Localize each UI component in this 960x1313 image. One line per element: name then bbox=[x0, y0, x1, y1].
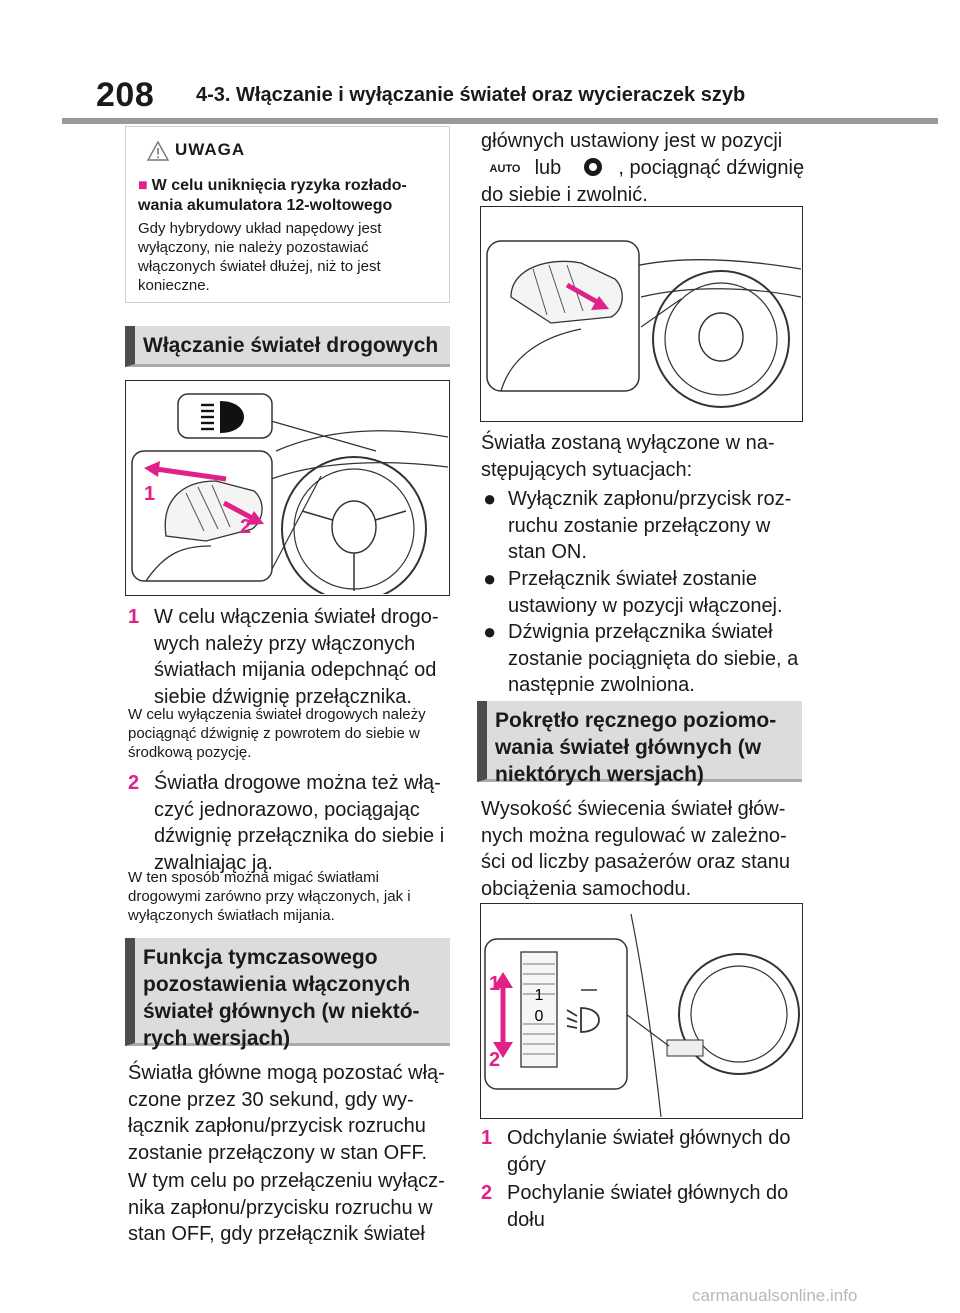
step-text: Światła drogowe można też włą-czyć jedno… bbox=[154, 772, 445, 874]
header-rule bbox=[62, 118, 938, 124]
pull-lever-illustration bbox=[486, 240, 801, 408]
step-2: 2 Światła drogowe można też włą-czyć jed… bbox=[128, 770, 453, 876]
para-text: lub bbox=[534, 156, 562, 179]
para-line: głównych ustawiony jest w pozycji bbox=[481, 130, 783, 152]
figure-label-2: 2 bbox=[489, 1049, 500, 1071]
high-beam-lever-illustration: 1 2 bbox=[131, 393, 448, 594]
watermark: carmanualsonline.info bbox=[692, 1286, 858, 1305]
dial-mark-1: 1 bbox=[535, 987, 544, 1004]
paragraph: Światła główne mogą pozostać włą-czone p… bbox=[128, 1062, 445, 1164]
auto-icon: AUTO bbox=[489, 162, 521, 175]
step-1: 1 W celu włączenia świateł drogo-wych na… bbox=[128, 604, 453, 710]
paragraph: W tym celu po przełączeniu wyłącz-nika z… bbox=[128, 1170, 445, 1245]
dial-mark-0: 0 bbox=[535, 1008, 544, 1025]
para-line-with-icons: AUTO lub , pociągnąć dźwignię bbox=[481, 155, 811, 183]
off-conditions-intro: Światła zostaną wyłączone w na-stępujący… bbox=[481, 432, 775, 481]
caution-text: Gdy hybrydowy układ napędowy jest wyłącz… bbox=[138, 220, 382, 294]
caution-box bbox=[125, 126, 450, 303]
leveling-dial-illustration: 1 0 1 2 bbox=[484, 913, 800, 1117]
section-title-high-beam: Włączanie świateł drogowych bbox=[125, 326, 450, 367]
paragraph: Wysokość świecenia świateł głów-nych moż… bbox=[481, 798, 791, 900]
caution-title: UWAGA bbox=[175, 140, 246, 159]
off-condition-3: ● Dźwignia przełącznika świateł zostanie … bbox=[481, 619, 811, 699]
figure-pull-lever bbox=[480, 206, 803, 422]
step-number: 2 bbox=[481, 1182, 493, 1204]
caution-heading: ■W celu uniknięcia ryzyka rozłado-wania … bbox=[138, 177, 407, 214]
section-title-headlight-leveling: Pokrętło ręcznego poziomo-wania świateł … bbox=[477, 701, 802, 786]
para-line: do siebie i zwolnić. bbox=[481, 184, 648, 206]
figure-label-2: 2 bbox=[240, 516, 251, 538]
list-item-text: Dźwignia przełącznika świateł zostanie p… bbox=[508, 621, 799, 696]
step-text: W celu włączenia świateł drogo-wych nale… bbox=[154, 606, 439, 708]
page-number: 208 bbox=[96, 76, 155, 114]
headlight-leveling-icon bbox=[566, 1007, 600, 1033]
step-number: 2 bbox=[128, 772, 140, 794]
off-condition-1: ● Wyłącznik zapłonu/przycisk roz-ruchu zo… bbox=[481, 486, 811, 566]
bullet-icon: ● bbox=[483, 566, 497, 591]
step-text: Pochylanie świateł głównych do dołu bbox=[507, 1182, 789, 1231]
warning-triangle-icon bbox=[146, 140, 170, 161]
figure-high-beam-lever: 1 2 bbox=[125, 380, 450, 596]
list-item-text: Przełącznik świateł zostanie ustawiony w… bbox=[508, 568, 783, 617]
step-number: 1 bbox=[481, 1127, 493, 1149]
step-2-note: W ten sposób można migać światłami drogo… bbox=[128, 869, 411, 924]
step-1-note: W celu wyłączenia świateł drogowych nale… bbox=[128, 706, 426, 761]
chapter-title: 4-3. Włączanie i wyłączanie świateł oraz… bbox=[196, 84, 746, 106]
leveling-step-2: 2 Pochylanie świateł głównych do dołu bbox=[481, 1180, 811, 1233]
list-item-text: Wyłącznik zapłonu/przycisk roz-ruchu zos… bbox=[508, 488, 792, 563]
figure-label-1: 1 bbox=[144, 483, 155, 505]
headlight-auto-icon bbox=[583, 157, 602, 176]
figure-leveling-dial: 1 0 1 2 bbox=[480, 903, 803, 1119]
para-text: , pociągnąć dźwignię bbox=[618, 156, 805, 179]
step-text: Odchylanie świateł głównych do góry bbox=[507, 1127, 791, 1176]
section-title-temporary-headlights: Funkcja tymczasowego pozostawienia włącz… bbox=[125, 938, 450, 1050]
bullet-icon: ● bbox=[483, 486, 497, 511]
bullet-icon: ● bbox=[483, 619, 497, 644]
figure-label-1: 1 bbox=[489, 973, 500, 995]
off-condition-2: ● Przełącznik świateł zostanie ustawiony … bbox=[481, 566, 811, 619]
step-number: 1 bbox=[128, 606, 140, 628]
paragraph-continued: głównych ustawiony jest w pozycji AUTO l… bbox=[481, 128, 811, 209]
leveling-step-1: 1 Odchylanie świateł głównych do góry bbox=[481, 1125, 811, 1178]
